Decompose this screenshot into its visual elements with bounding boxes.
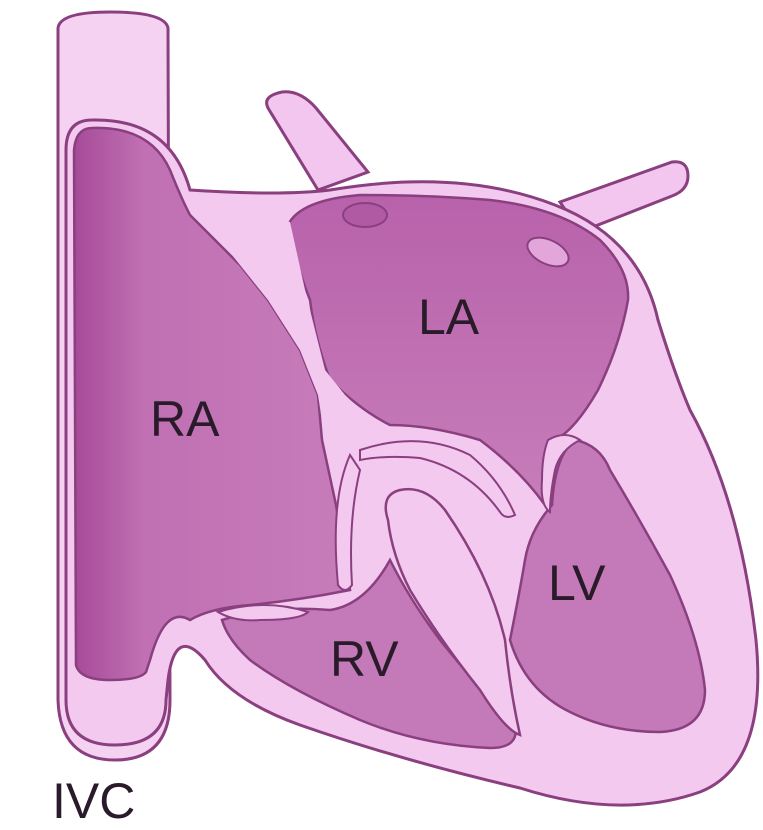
label-lv: LV: [548, 555, 606, 611]
label-ivc: IVC: [52, 773, 135, 829]
label-la: LA: [418, 289, 480, 345]
pulmonary-artery: [267, 92, 368, 190]
label-rv: RV: [330, 631, 399, 687]
label-ra: RA: [150, 391, 220, 447]
pv-opening-left: [343, 203, 387, 227]
